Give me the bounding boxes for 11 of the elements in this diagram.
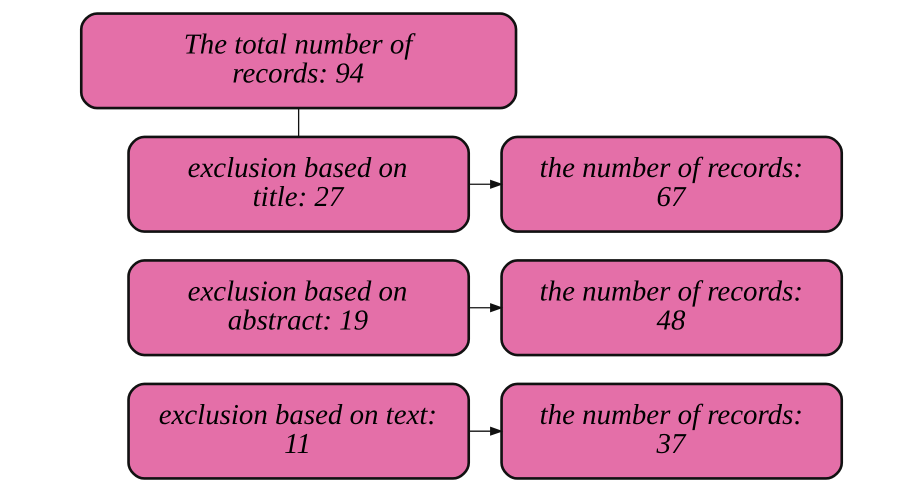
node-box: the number of records: 48 (500, 259, 844, 356)
node-box: the number of records: 67 (500, 136, 844, 233)
arrow (468, 303, 504, 312)
node-box: exclusion based on text: 11 (127, 382, 470, 480)
node-box: The total number of records: 94 (80, 12, 518, 110)
node-box: the number of records: 37 (500, 382, 844, 480)
connector (298, 108, 300, 137)
arrow (468, 426, 504, 436)
arrow (468, 180, 504, 189)
node-box: exclusion based on title: 27 (127, 136, 470, 233)
node-box: exclusion based on abstract: 19 (127, 259, 470, 356)
